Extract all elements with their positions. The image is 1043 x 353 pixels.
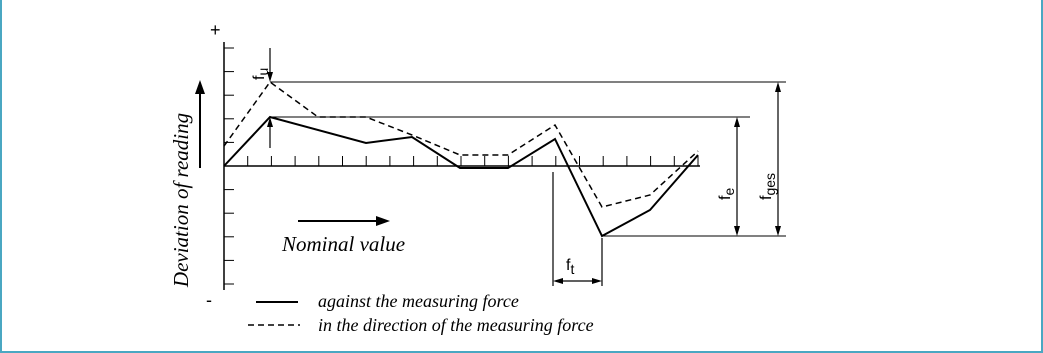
- x-arrow-head: [376, 216, 390, 226]
- ft-label: ft: [566, 257, 574, 277]
- ft-arrow-head-left: [553, 278, 563, 284]
- legend-dashed-label: in the direction of the measuring force: [318, 315, 594, 335]
- fu-arrow-head-bottom: [267, 117, 273, 127]
- fe-arrow-head-bottom: [734, 226, 740, 236]
- ft-arrow-head-right: [592, 278, 602, 284]
- fu-arrow-head-top: [267, 72, 273, 82]
- y-axis-ticks: [224, 47, 234, 285]
- x-axis-ticks: [223, 156, 699, 166]
- fges-arrow-head-top: [775, 82, 781, 92]
- y-axis-label: Deviation of reading: [169, 113, 193, 288]
- fe-arrow-head-top: [734, 117, 740, 127]
- y-arrow-head: [195, 80, 205, 94]
- fges-arrow-head-bottom: [775, 226, 781, 236]
- plus-sign: +: [210, 20, 221, 40]
- fu-label: fu: [251, 68, 271, 80]
- fe-label: fe: [717, 188, 737, 200]
- curve-in-direction-of-force: [223, 80, 699, 208]
- minus-sign: -: [206, 290, 212, 310]
- x-axis-label: Nominal value: [281, 232, 405, 256]
- legend-solid-label: against the measuring force: [318, 291, 519, 311]
- fges-label: fges: [758, 173, 778, 200]
- curve-against-force: [223, 115, 699, 238]
